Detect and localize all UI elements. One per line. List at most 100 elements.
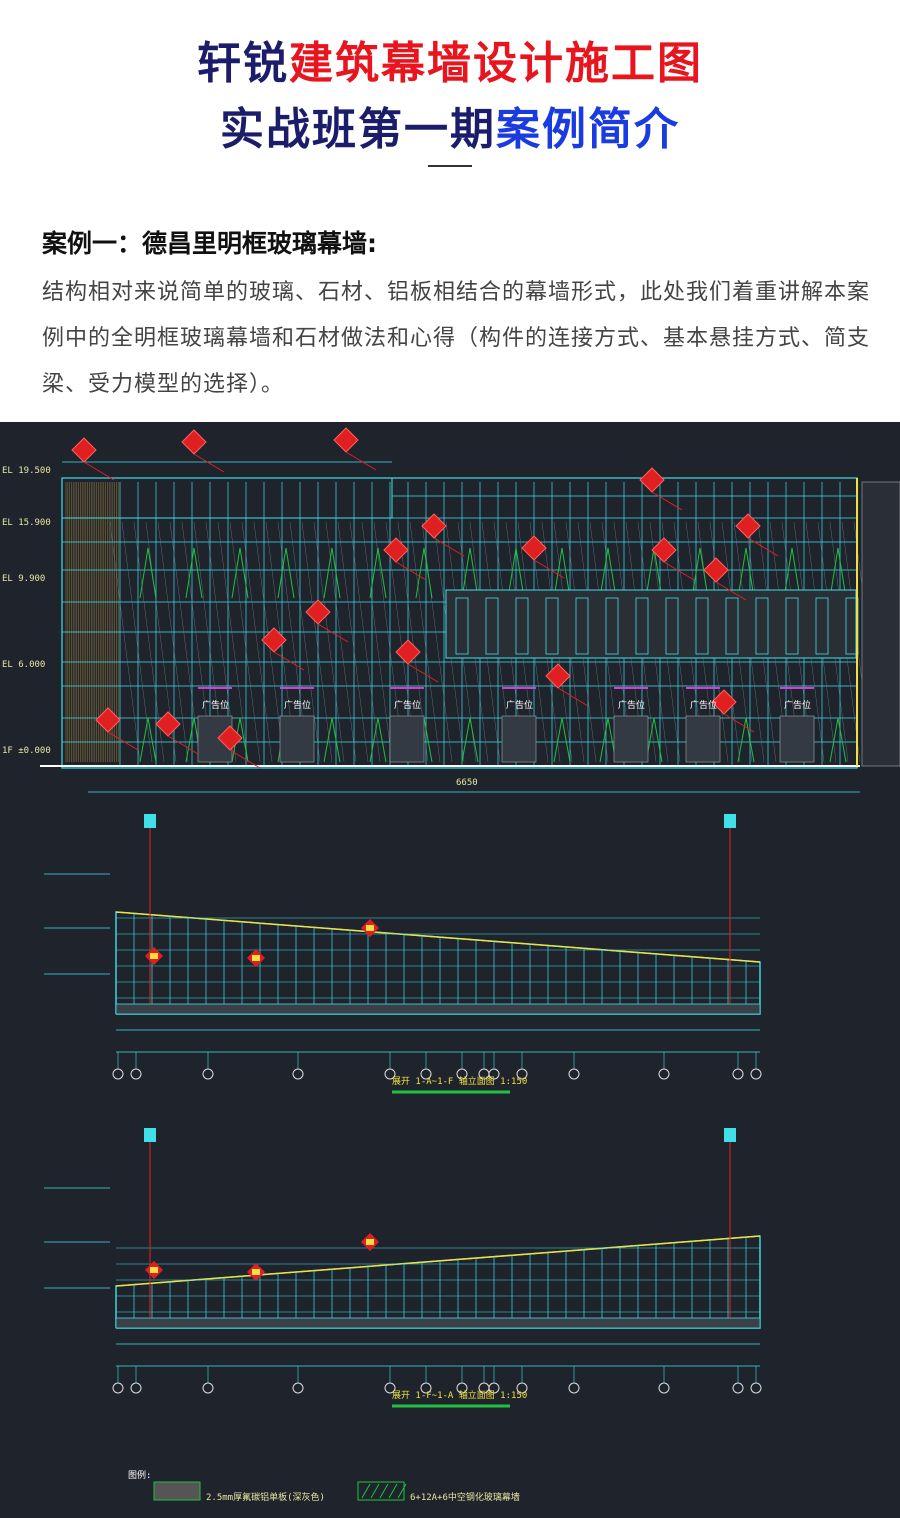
opening-mark [185, 547, 203, 599]
callout-leader [663, 561, 695, 581]
panel-band [445, 589, 857, 659]
axis-bubble [732, 1068, 744, 1080]
axis-bubble [732, 1382, 744, 1394]
callout-marker [71, 437, 97, 463]
opening-mark [783, 547, 801, 599]
page-header: 轩锐建筑幕墙设计施工图 实战班第一期案例简介 [0, 0, 900, 200]
callout-marker [395, 639, 421, 665]
legend-hatch [397, 1483, 407, 1499]
glass-hatch [409, 521, 441, 763]
base-band [115, 1003, 761, 1015]
title-class: 实战班第一期 [220, 104, 496, 155]
title-subject: 建筑幕墙设计施工图 [289, 38, 703, 89]
callout-leader [167, 735, 199, 755]
level-label: EL 6.000 [2, 660, 46, 670]
glass-hatch [289, 521, 321, 763]
callout-leader [715, 581, 747, 601]
elevation-caption-2: 展开 1-F~1-A 轴立面图 1:150 [392, 1391, 528, 1401]
legend-item-1: 2.5mm厚氟碳铝单板(深灰色) [206, 1493, 325, 1503]
sign-label: 广告位 [690, 701, 718, 711]
opening-mark [461, 547, 479, 599]
title-intro: 案例简介 [496, 104, 680, 155]
axis-bubble [750, 1068, 762, 1080]
callout-tag [366, 1239, 374, 1245]
door [279, 715, 315, 763]
dimension-total: 6650 [456, 778, 478, 788]
opening-mark [691, 547, 709, 599]
opening-mark [231, 717, 249, 763]
title-line-1: 轩锐建筑幕墙设计施工图 [0, 36, 900, 92]
axis-bubble [292, 1068, 304, 1080]
sign-label: 广告位 [394, 701, 422, 711]
level-label: EL 9.900 [2, 574, 46, 584]
callout-leader [407, 663, 439, 683]
opening-mark [231, 547, 249, 599]
callout-leader [723, 713, 755, 733]
axis-bubble [202, 1382, 214, 1394]
adjacent-building [861, 481, 900, 767]
opening-mark [553, 547, 571, 599]
callout-marker [545, 663, 571, 689]
sign-label: 广告位 [284, 701, 312, 711]
section-marker [724, 814, 736, 828]
sign-label: 广告位 [202, 701, 230, 711]
legend-title: 图例: [128, 1471, 152, 1481]
panel-slot [515, 597, 529, 655]
panel-slot [815, 597, 829, 655]
axis-bubble [658, 1068, 670, 1080]
axis-bubble [750, 1382, 762, 1394]
callout-marker [639, 467, 665, 493]
door [613, 715, 649, 763]
elevation-outline [115, 1235, 761, 1329]
callout-leader [193, 453, 225, 473]
sign-label: 广告位 [506, 701, 534, 711]
opening-mark [599, 547, 617, 599]
opening-mark [415, 547, 433, 599]
callout-marker [735, 513, 761, 539]
axis-bubble [112, 1382, 124, 1394]
elevation-caption-1: 展开 1-A~1-F 轴立面图 1:150 [392, 1077, 528, 1087]
callout-leader [533, 559, 565, 579]
opening-mark [737, 547, 755, 599]
axis-bubble [292, 1382, 304, 1394]
section-marker [724, 1128, 736, 1142]
door [501, 715, 537, 763]
legend-swatch-1 [153, 1481, 201, 1501]
callout-marker [261, 627, 287, 653]
callout-tag [252, 955, 260, 961]
panel-slot [545, 597, 559, 655]
glass-hatch [157, 521, 189, 763]
callout-leader [317, 623, 349, 643]
glass-hatch [349, 521, 381, 763]
roof-line [115, 911, 761, 963]
callout-marker [155, 711, 181, 737]
opening-mark [369, 717, 387, 763]
callout-leader [433, 537, 465, 557]
opening-mark [507, 547, 525, 599]
level-label: 1F ±0.000 [2, 746, 51, 756]
callout-leader [747, 537, 779, 557]
panel-slot [665, 597, 679, 655]
glass-hatch [121, 521, 153, 763]
panel-slot [605, 597, 619, 655]
sign-label: 广告位 [784, 701, 812, 711]
panel-slot [635, 597, 649, 655]
section-marker [144, 1128, 156, 1142]
callout-leader [345, 451, 377, 471]
glass-hatch [217, 521, 249, 763]
axis-bubble [202, 1068, 214, 1080]
level-label: EL 15.900 [2, 518, 51, 528]
glass-hatch [337, 521, 369, 763]
door [685, 715, 721, 763]
opening-mark [829, 717, 847, 763]
callout-leader [395, 561, 427, 581]
panel-slot [485, 597, 499, 655]
case-title: 案例一：德昌里明框玻璃幕墙: [42, 229, 377, 258]
section-marker [144, 814, 156, 828]
callout-leader [229, 749, 261, 769]
opening-mark [277, 547, 295, 599]
level-label: EL 19.500 [2, 466, 51, 476]
panel-slot [695, 597, 709, 655]
parapet-frame [61, 477, 393, 519]
case-description: 结构相对来说简单的玻璃、石材、铝板相结合的幕墙形式，此处我们着重讲解本案例中的全… [42, 280, 871, 397]
